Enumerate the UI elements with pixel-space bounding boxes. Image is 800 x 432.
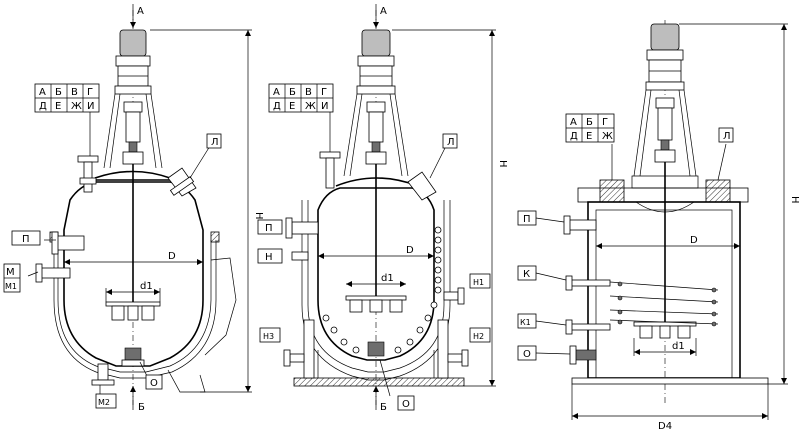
label-p-2: П xyxy=(265,223,273,234)
label-p-1: П xyxy=(22,234,30,245)
table1-cell-2: Б xyxy=(55,87,62,98)
reactor-1-labels: А Б H D d1 Л П М М1 М2 О xyxy=(3,6,264,413)
table2-cell-5: Д xyxy=(273,101,281,112)
label-d4: D4 xyxy=(658,421,672,432)
table2-cell-8: И xyxy=(321,101,328,112)
table2-cell-1: А xyxy=(273,87,280,98)
label-d1-3: d1 xyxy=(672,341,685,352)
table2-cell-2: Б xyxy=(289,87,296,98)
label-p-3: П xyxy=(523,214,531,225)
coil-turns xyxy=(322,226,442,354)
label-h-2: H xyxy=(497,160,508,168)
label-l-2: Л xyxy=(447,137,455,148)
label-b-1: Б xyxy=(138,402,145,413)
label-k: К xyxy=(523,269,530,280)
table1-cell-8: И xyxy=(87,101,94,112)
label-n: Н xyxy=(265,252,273,263)
table1-cell-7: Ж xyxy=(71,101,82,112)
label-d-2: D xyxy=(406,245,414,256)
label-d1-1: d1 xyxy=(140,281,153,292)
label-n3: Н3 xyxy=(263,332,274,341)
table1-cell-5: Д xyxy=(39,101,47,112)
reactor-3 xyxy=(563,20,788,420)
reactor-3-labels: H D d1 D4 Л П К К1 О xyxy=(517,127,800,432)
label-o-2: О xyxy=(402,399,410,410)
heating-coil xyxy=(609,281,719,327)
label-o-1: О xyxy=(150,378,158,389)
table2-cell-3: В xyxy=(305,87,312,98)
label-n1: Н1 xyxy=(473,278,484,287)
label-b-2: Б xyxy=(380,402,387,413)
reactor-2 xyxy=(283,4,496,410)
label-n2: Н2 xyxy=(473,332,484,341)
label-a-2: А xyxy=(380,6,387,17)
label-m2: М2 xyxy=(98,398,110,407)
table2-cell-4: Г xyxy=(321,87,327,98)
table3-cell-4: Д xyxy=(570,131,578,142)
label-h-3: H xyxy=(789,196,800,204)
label-l-3: Л xyxy=(723,131,731,142)
table3-cell-5: Е xyxy=(586,131,592,142)
label-m1: М1 xyxy=(5,282,17,291)
designation-table-1: А Б В Г Д Е Ж И xyxy=(34,83,100,113)
table2-cell-7: Ж xyxy=(305,101,316,112)
table3-cell-6: Ж xyxy=(602,131,613,142)
label-d-3: D xyxy=(690,235,698,246)
table2-cell-6: Е xyxy=(289,101,295,112)
table3-cell-2: Б xyxy=(586,117,593,128)
label-o-3: О xyxy=(523,349,531,360)
designation-table-3: А Б Г Д Е Ж xyxy=(565,113,615,143)
label-d1-2: d1 xyxy=(381,273,394,284)
label-l-1: Л xyxy=(211,137,219,148)
designation-table-2: А Б В Г Д Е Ж И xyxy=(268,83,334,113)
table3-cell-3: Г xyxy=(602,117,608,128)
table1-cell-4: Г xyxy=(87,87,93,98)
reactor-1 xyxy=(27,4,252,410)
label-a-1: А xyxy=(137,6,144,17)
table1-cell-3: В xyxy=(71,87,78,98)
table3-cell-1: А xyxy=(570,117,577,128)
reactor-2-labels: А Б H D d1 Л П Н Н1 Н2 Н3 О xyxy=(257,6,508,413)
table1-cell-1: А xyxy=(39,87,46,98)
label-k1: К1 xyxy=(520,318,531,327)
label-m: М xyxy=(6,267,15,278)
label-d-1: D xyxy=(168,251,176,262)
table1-cell-6: Е xyxy=(55,101,61,112)
label-h-1: H xyxy=(253,212,264,220)
